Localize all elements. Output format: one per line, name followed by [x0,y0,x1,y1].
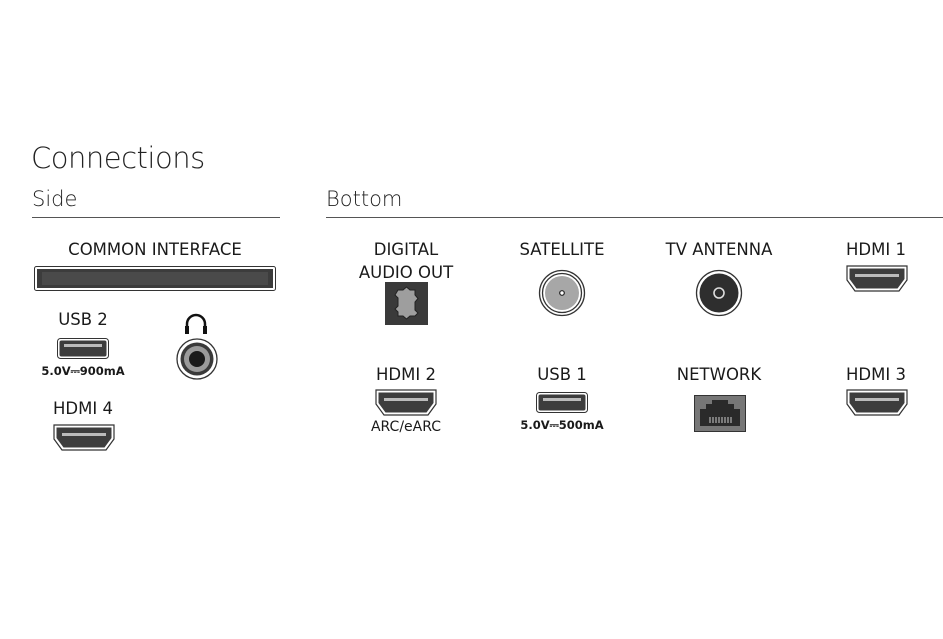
common-interface-label: COMMON INTERFACE [68,240,242,259]
tv-antenna-label: TV ANTENNA [665,240,773,259]
bottom-heading: Bottom [326,187,403,211]
hdmi4-label: HDMI 4 [53,399,113,418]
usb-port-icon [536,392,588,413]
page-title: Connections [31,141,205,175]
bottom-divider [326,217,943,218]
digital-audio-label-line2: AUDIO OUT [358,263,454,282]
usb1-spec: 5.0V⎓500mA [520,418,604,432]
hdmi-port-icon [375,389,437,416]
hdmi2-arc-label: ARC/eARC [370,419,442,435]
headphone-jack-icon [176,338,218,380]
hdmi-port-icon [53,424,115,451]
satellite-label: SATELLITE [519,240,605,259]
hdmi-port-icon [846,265,908,292]
ethernet-port-icon [694,395,746,432]
tv-antenna-connector-icon [695,269,743,317]
hdmi-port-icon [846,389,908,416]
satellite-connector-icon [538,269,586,317]
hdmi3-label: HDMI 3 [846,365,906,384]
hdmi1-label: HDMI 1 [846,240,906,259]
network-label: NETWORK [676,365,762,384]
usb-port-icon [57,338,109,359]
usb1-label: USB 1 [537,365,587,384]
side-heading: Side [32,187,78,211]
optical-port-icon [385,282,428,325]
usb2-label: USB 2 [58,310,108,329]
side-divider [32,217,280,218]
digital-audio-label-line1: DIGITAL [373,240,439,259]
common-interface-slot-icon [34,266,276,291]
hdmi2-label: HDMI 2 [376,365,436,384]
usb2-spec: 5.0V⎓900mA [41,364,125,378]
headphone-icon [185,313,207,334]
